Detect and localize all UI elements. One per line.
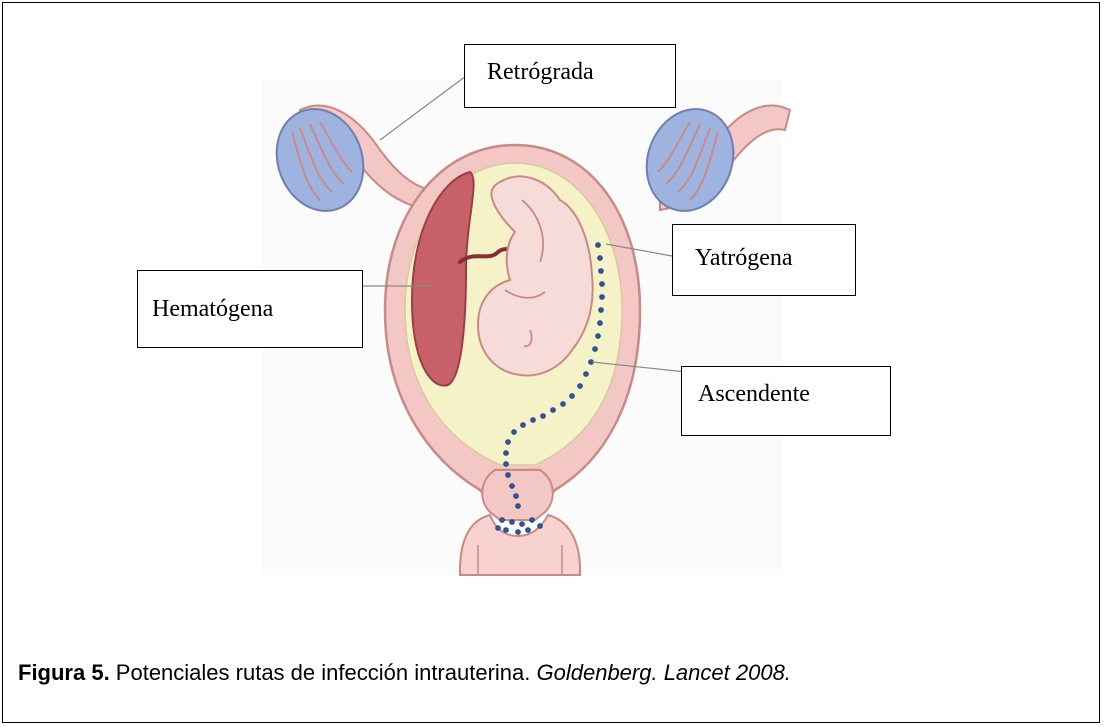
label-retrograde-text: Retrógrada [487, 59, 594, 86]
label-ascending-text: Ascendente [698, 381, 810, 408]
caption-citation: Goldenberg. Lancet 2008. [537, 660, 791, 685]
label-retrograde: Retrógrada [464, 44, 676, 108]
label-ascending: Ascendente [681, 366, 891, 436]
label-hematogenous: Hematógena [137, 270, 363, 348]
label-iatrogenic: Yatrógena [672, 224, 856, 296]
label-hematogenous-text: Hematógena [152, 296, 273, 323]
label-iatrogenic-text: Yatrógena [695, 245, 793, 272]
caption-text: Potenciales rutas de infección intrauter… [110, 660, 537, 685]
caption-figure-number: Figura 5. [18, 660, 110, 685]
figure-caption: Figura 5. Potenciales rutas de infección… [18, 660, 791, 686]
